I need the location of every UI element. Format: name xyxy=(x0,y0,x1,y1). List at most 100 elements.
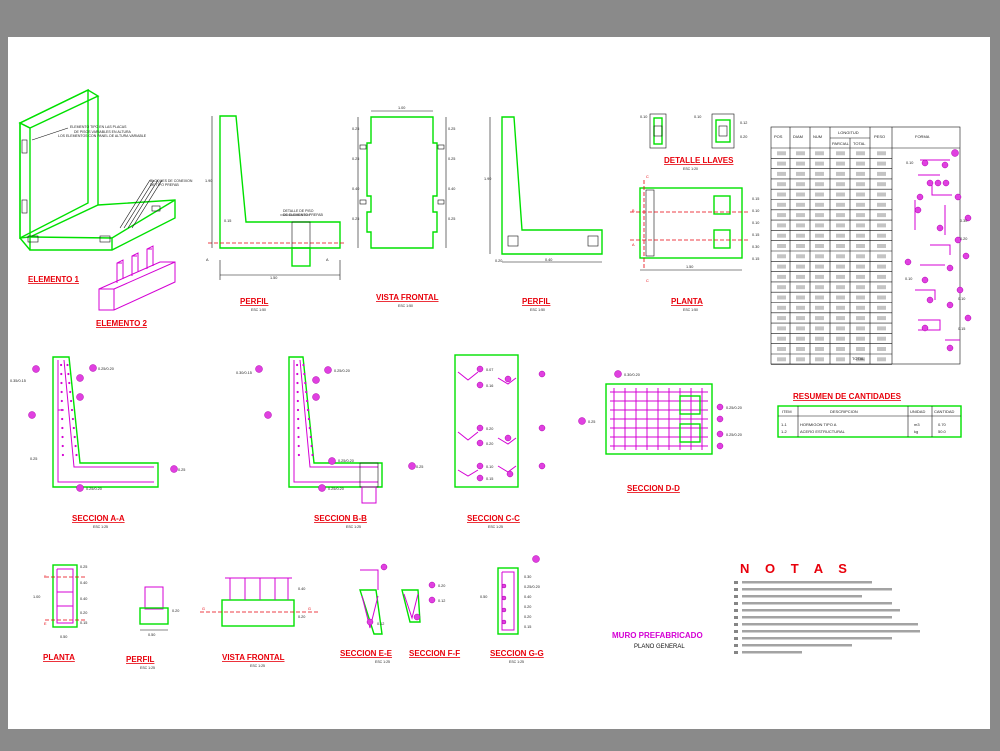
svg-text:0.30: 0.30 xyxy=(752,245,759,249)
svg-text:ESC 1:25: ESC 1:25 xyxy=(509,660,524,664)
svg-text:0.15: 0.15 xyxy=(752,257,759,261)
rebar-dot xyxy=(308,426,311,430)
svg-text:0.25/0.20: 0.25/0.20 xyxy=(98,367,114,371)
svg-text:m3: m3 xyxy=(914,422,920,427)
svg-text:0.12: 0.12 xyxy=(740,121,747,125)
svg-text:ESC 1:50: ESC 1:50 xyxy=(530,308,545,312)
detalle-llaves: 0.10 0.12 0.20 0.10 DETALLE LLAVES ESC 1… xyxy=(640,113,747,171)
rebar-dot xyxy=(297,426,300,430)
title-block: MURO PREFABRICADO PLANO GENERAL xyxy=(612,631,703,650)
table-cell-mark xyxy=(815,274,824,279)
svg-text:0.20: 0.20 xyxy=(438,584,445,588)
table-cell-mark xyxy=(777,233,786,238)
svg-text:0.25: 0.25 xyxy=(448,157,455,161)
table-cell-mark xyxy=(796,182,805,187)
perfil-right: 0.40 1.90 0.20 PERFIL ESC 1:50 xyxy=(484,116,603,312)
note-bullet xyxy=(734,637,738,640)
rebar-dot xyxy=(303,372,306,376)
table-cell-mark xyxy=(777,161,786,166)
svg-text:0.25: 0.25 xyxy=(352,157,359,161)
note-line xyxy=(742,644,852,647)
table-cell-mark xyxy=(815,233,824,238)
table-cell-mark xyxy=(877,285,886,290)
svg-text:0.20: 0.20 xyxy=(524,615,531,619)
svg-text:0.40: 0.40 xyxy=(448,187,455,191)
elemento-2-isometric: ELEMENTO 2 xyxy=(96,245,176,328)
table-cell-mark xyxy=(777,336,786,341)
svg-text:0.16: 0.16 xyxy=(486,384,493,388)
planta-bottom: 0.25 0.40 0.40 0.20 0.15 1.00 0.50 F E P… xyxy=(33,564,87,662)
svg-text:G: G xyxy=(202,607,205,611)
svg-text:0.25/0.20: 0.25/0.20 xyxy=(726,433,742,437)
table-cell-mark xyxy=(836,305,845,310)
perfil-right-title: PERFIL xyxy=(522,297,551,306)
note-line xyxy=(742,588,892,591)
svg-text:ESC 1:25: ESC 1:25 xyxy=(375,660,390,664)
rebar-dot xyxy=(297,435,300,439)
svg-text:G: G xyxy=(308,607,311,611)
table-cell-mark xyxy=(856,244,865,248)
svg-text:ESC 1:25: ESC 1:25 xyxy=(140,666,155,670)
rebar-dot xyxy=(296,363,299,367)
svg-text:0.20: 0.20 xyxy=(486,427,493,431)
svg-text:C: C xyxy=(646,175,649,179)
table-cell-mark xyxy=(856,305,865,310)
table-cell-mark xyxy=(796,244,805,248)
svg-text:0.50: 0.50 xyxy=(60,635,67,639)
rebar-dot xyxy=(72,426,75,430)
svg-text:CANTIDAD: CANTIDAD xyxy=(934,409,955,414)
table-cell-mark xyxy=(856,295,865,300)
table-cell-mark xyxy=(815,161,824,166)
elemento-1-isometric: ELEMENTO TIPO EN LAS PLACAS DE PISOS VAR… xyxy=(18,88,193,284)
note-bullet xyxy=(734,644,738,647)
svg-text:0.40: 0.40 xyxy=(298,587,305,591)
seccion-b-b: 0.30/0.15 0.25/0.20 0.25 0.25/0.20 0.25/… xyxy=(236,356,423,529)
table-cell-mark xyxy=(796,171,805,176)
svg-text:0.15: 0.15 xyxy=(752,233,759,237)
svg-text:BLOQUES DE CONEXION: BLOQUES DE CONEXION xyxy=(150,179,193,183)
table-cell-mark xyxy=(836,274,845,279)
table-cell-mark xyxy=(856,347,865,351)
table-cell-mark xyxy=(836,347,845,351)
table-cell-mark xyxy=(777,182,786,187)
svg-text:0.15: 0.15 xyxy=(486,477,493,481)
rebar-dot xyxy=(296,399,299,403)
svg-text:ACERO ESTRUCTURAL: ACERO ESTRUCTURAL xyxy=(800,429,846,434)
svg-text:0.25: 0.25 xyxy=(448,127,455,131)
svg-text:0.30/0.20: 0.30/0.20 xyxy=(624,373,640,377)
table-cell-mark xyxy=(815,326,824,331)
table-cell-mark xyxy=(877,347,886,351)
svg-text:A: A xyxy=(206,258,209,262)
vista-frontal-bottom-title: VISTA FRONTAL xyxy=(222,653,285,662)
table-cell-mark xyxy=(796,161,805,166)
rebar-dot xyxy=(66,363,69,367)
perfil-top-title: PERFIL xyxy=(240,297,269,306)
table-cell-mark xyxy=(777,295,786,300)
seccion-d-d-title: SECCION D-D xyxy=(627,484,680,493)
table-cell-mark xyxy=(877,223,886,228)
table-cell-mark xyxy=(815,223,824,228)
table-cell-mark xyxy=(777,305,786,310)
notes-block: N O T A S xyxy=(734,561,920,654)
project-title: MURO PREFABRICADO xyxy=(612,631,703,640)
elemento-1-title: ELEMENTO 1 xyxy=(28,275,80,284)
svg-text:ESC 1:25: ESC 1:25 xyxy=(250,664,265,668)
table-cell-mark xyxy=(877,244,886,248)
table-cell-mark xyxy=(856,264,865,269)
table-cell-mark xyxy=(877,316,886,321)
svg-text:A: A xyxy=(632,243,635,247)
note-line xyxy=(742,616,892,619)
seccion-c-c-title: SECCION C-C xyxy=(467,514,520,523)
table-cell-mark xyxy=(836,223,845,228)
note-line xyxy=(742,609,900,612)
rebar-dot xyxy=(61,444,64,448)
svg-text:0.25: 0.25 xyxy=(80,565,87,569)
svg-text:0.10: 0.10 xyxy=(486,465,493,469)
table-cell-mark xyxy=(796,336,805,341)
table-cell-mark xyxy=(796,326,805,331)
table-cell-mark xyxy=(777,347,786,351)
svg-text:0.20: 0.20 xyxy=(486,442,493,446)
svg-text:0.10: 0.10 xyxy=(905,277,912,281)
table-cell-mark xyxy=(836,161,845,166)
table-cell-mark xyxy=(836,233,845,238)
